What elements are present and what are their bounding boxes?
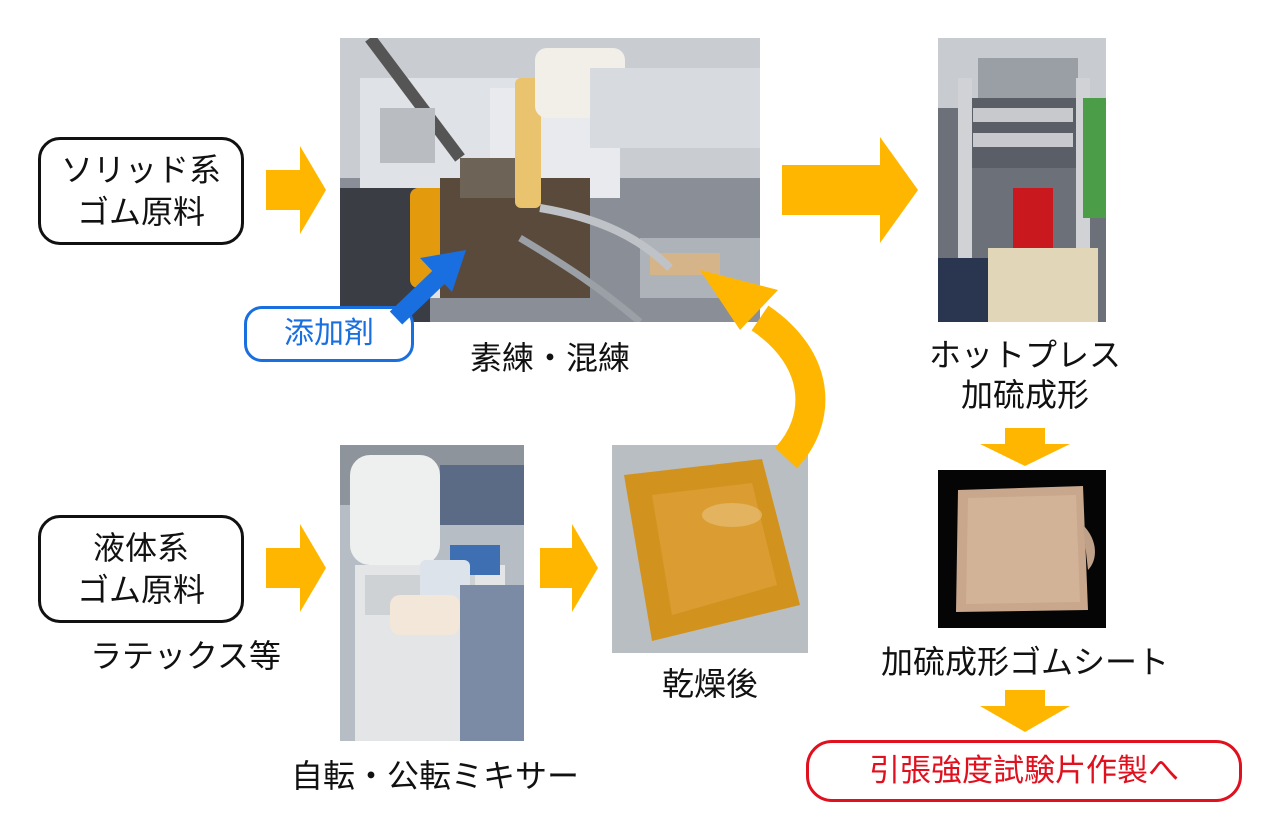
hotpress-caption-line2: 加硫成形 xyxy=(960,376,1089,414)
additive-label: 添加剤 xyxy=(284,316,374,351)
arrow-additive-head xyxy=(420,250,466,292)
tensile-test-box: 引張強度試験片作製へ xyxy=(806,740,1242,802)
hotpress-caption-line1: ホットプレス xyxy=(928,336,1121,374)
liquid-rubber-box: 液体系 ゴム原料 xyxy=(38,515,244,623)
mixer-photo xyxy=(340,445,524,741)
arrow-kneader-to-hotpress xyxy=(782,137,918,243)
vulcanized-sheet-photo xyxy=(938,470,1106,628)
additive-box: 添加剤 xyxy=(244,306,414,362)
kneading-caption: 素練・混練 xyxy=(469,339,630,377)
arrow-additive-line xyxy=(389,269,447,325)
arrow-mixer-to-dried xyxy=(540,524,598,612)
liquid-rubber-line2: ゴム原料 xyxy=(76,571,205,609)
mixer-caption: 自転・公転ミキサー xyxy=(290,757,579,795)
solid-rubber-line1: ソリッド系 xyxy=(60,151,221,189)
solid-rubber-line2: ゴム原料 xyxy=(76,193,205,231)
kneader-photo xyxy=(340,38,760,322)
hot-press-photo xyxy=(938,38,1106,322)
liquid-rubber-line1: 液体系 xyxy=(92,529,189,567)
arrow-dried-to-kneader-head xyxy=(700,270,778,330)
arrow-sheet-to-tensile xyxy=(980,690,1070,732)
arrow-dried-to-kneader xyxy=(751,305,826,469)
arrow-solid-to-kneader xyxy=(266,146,326,234)
dried-sheet-photo xyxy=(612,445,808,653)
sheet-caption: 加硫成形ゴムシート xyxy=(880,643,1169,681)
dried-caption: 乾燥後 xyxy=(661,665,758,703)
solid-rubber-box: ソリッド系 ゴム原料 xyxy=(38,137,244,245)
latex-label: ラテックス等 xyxy=(90,637,282,675)
tensile-test-label: 引張強度試験片作製へ xyxy=(869,753,1179,789)
hotpress-caption: ホットプレス 加硫成形 xyxy=(910,335,1140,415)
arrow-liquid-to-mixer xyxy=(266,524,326,612)
arrow-hotpress-to-sheet xyxy=(980,428,1070,466)
